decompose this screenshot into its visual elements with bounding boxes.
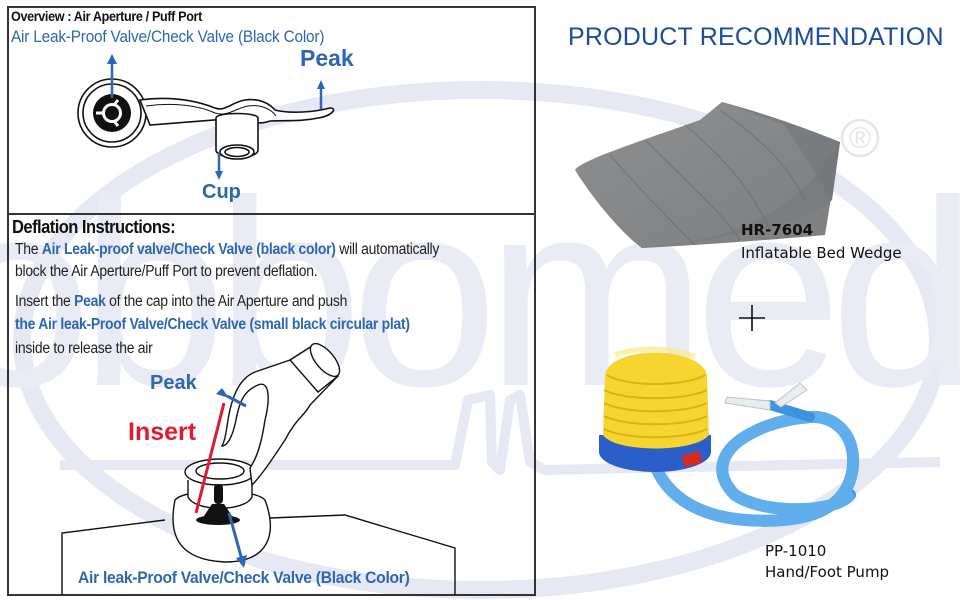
product-code: HR-7604 — [741, 221, 814, 239]
overview-peak-label: Peak — [300, 45, 354, 71]
product-code: PP-1010 — [765, 542, 827, 560]
overview-heading: Overview : Air Aperture / Puff Port — [11, 8, 202, 24]
plus-icon — [739, 305, 765, 331]
overview-valve-label: Air Leak-Proof Valve/Check Valve (Black … — [11, 28, 325, 46]
foot-pump-image — [599, 346, 860, 527]
product-name: Inflatable Bed Wedge — [741, 244, 902, 262]
product-name: Hand/Foot Pump — [765, 563, 890, 581]
pump-nozzle — [724, 396, 771, 411]
recommendation-title: PRODUCT RECOMMENDATION — [568, 23, 944, 51]
